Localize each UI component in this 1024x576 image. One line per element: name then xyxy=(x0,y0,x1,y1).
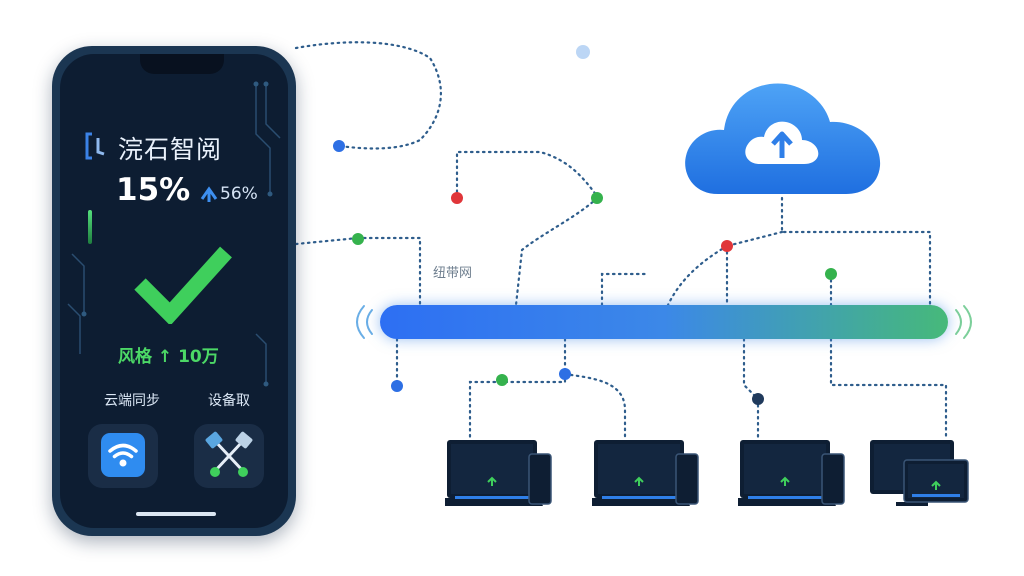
phone-notch xyxy=(140,54,224,74)
device-connect-tile-button[interactable] xyxy=(194,424,264,488)
smartphone: 浣石智阅 15% 56% 风格 ↑ 10万 云端同步 设备取 xyxy=(52,46,296,536)
wifi-icon xyxy=(101,433,145,477)
network-nodes xyxy=(333,45,837,405)
phone-screen: 浣石智阅 15% 56% 风格 ↑ 10万 云端同步 设备取 xyxy=(60,54,288,528)
status-value: 10万 xyxy=(178,347,219,367)
link-phone-mid xyxy=(294,236,360,246)
node-green xyxy=(825,268,837,280)
link-green-to-bus xyxy=(514,196,599,307)
level-indicator xyxy=(88,210,92,244)
link-dev4 xyxy=(829,337,948,442)
node-blue xyxy=(559,368,571,380)
status-label: 风格 xyxy=(118,347,152,367)
circuit-decoration xyxy=(67,81,281,387)
link-red-green xyxy=(455,150,599,200)
label-device: 设备取 xyxy=(208,393,250,409)
checkmark-icon xyxy=(134,246,232,324)
trend-up-arrow-icon xyxy=(200,186,218,202)
node-green xyxy=(352,233,364,245)
arrow-up-icon: ↑ xyxy=(157,347,179,367)
wifi-tile-button[interactable] xyxy=(88,424,158,488)
link-blue-dev2 xyxy=(563,372,627,442)
device-connect-icon xyxy=(205,431,253,477)
cloud-upload-icon xyxy=(685,83,881,194)
signal-arcs-right xyxy=(955,305,972,339)
laptop-tablet-icon xyxy=(738,440,845,506)
node-red xyxy=(721,240,733,252)
node-blue xyxy=(333,140,345,152)
node-blue xyxy=(391,380,403,392)
link-dark-node xyxy=(742,337,760,401)
network-bus xyxy=(380,305,948,339)
node-faint xyxy=(576,45,590,59)
link-mid-to-bus xyxy=(356,236,422,307)
node-green xyxy=(496,374,508,386)
link-red2-left xyxy=(666,244,729,307)
link-red2 xyxy=(725,230,784,248)
link-green4 xyxy=(468,372,567,442)
signal-arcs-left xyxy=(356,305,373,339)
node-dark xyxy=(752,393,764,405)
app-logo-icon xyxy=(85,132,105,160)
laptop-tablet-icon xyxy=(445,440,552,506)
app-title: 浣石智阅 xyxy=(118,135,223,164)
monitor-laptop-icon xyxy=(870,440,969,506)
bus-label: 纽带网 xyxy=(433,266,473,281)
laptop-tablet-icon xyxy=(592,440,699,506)
stat-primary: 15% xyxy=(116,172,191,208)
status-summary: 风格 ↑ 10万 xyxy=(118,342,219,367)
node-green xyxy=(591,192,603,204)
link-cloud-down xyxy=(780,196,932,307)
label-cloud-sync: 云端同步 xyxy=(104,393,160,409)
link-short-upper xyxy=(600,272,647,307)
link-phone-top xyxy=(294,41,442,150)
home-indicator xyxy=(136,512,216,516)
node-red xyxy=(451,192,463,204)
stat-secondary: 56% xyxy=(220,184,258,204)
